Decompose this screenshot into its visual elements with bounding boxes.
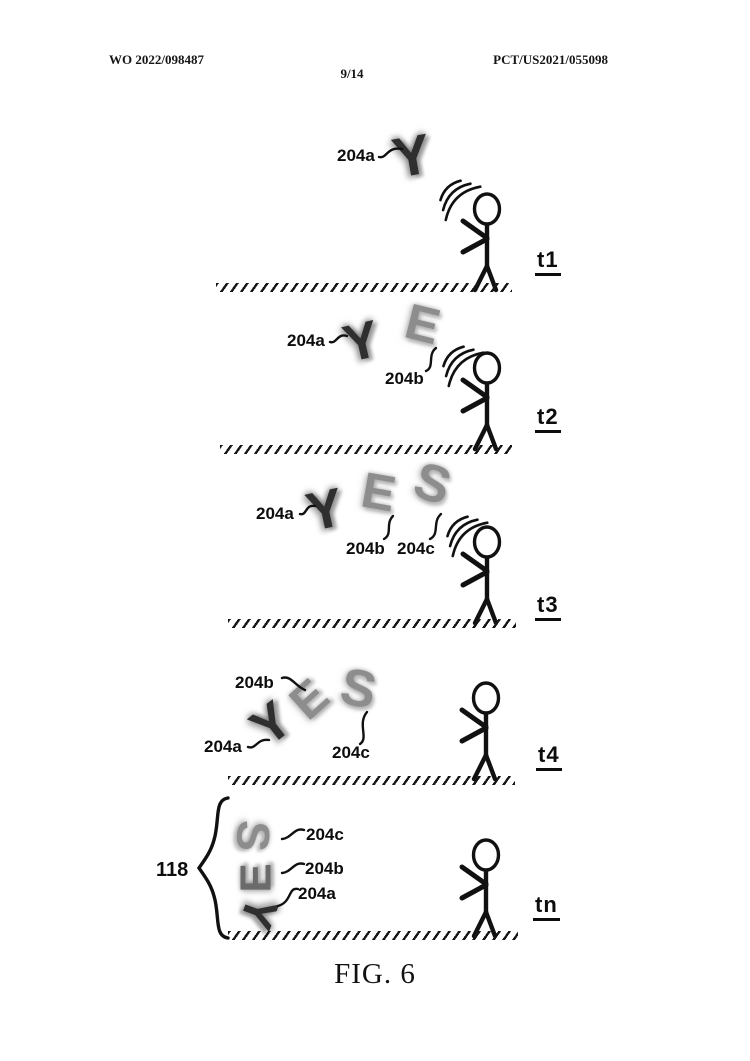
- head: [472, 525, 502, 559]
- ground-hatch: [228, 776, 515, 785]
- sound-waves-icon: [439, 179, 482, 222]
- leader-line: [424, 346, 438, 373]
- publication-number: WO 2022/098487: [109, 52, 204, 67]
- group-ref-118: 118: [156, 859, 189, 881]
- time-label-t1: t1: [535, 249, 561, 276]
- group-brace: [196, 796, 230, 940]
- callout-204b: 204b: [235, 673, 274, 692]
- leader-line: [280, 862, 306, 875]
- callout-204a: 204a: [204, 737, 242, 756]
- leader-line: [377, 147, 404, 159]
- piled-letter-s: S: [226, 818, 281, 854]
- ground-hatch: [220, 445, 512, 454]
- callout-204b: 204b: [385, 369, 424, 388]
- leader-line: [246, 738, 271, 749]
- leader-line: [280, 676, 307, 692]
- leader-line: [298, 504, 317, 516]
- head: [471, 838, 501, 872]
- callout-204c: 204c: [332, 743, 370, 762]
- head: [472, 351, 502, 385]
- figure-caption: FIG. 6: [334, 958, 416, 990]
- sound-waves-icon: [442, 345, 485, 388]
- stick-figure: [459, 681, 501, 782]
- sound-waves-icon: [446, 515, 489, 558]
- callout-204c: 204c: [306, 825, 344, 844]
- callout-204c: 204c: [397, 539, 435, 558]
- ground-hatch: [228, 931, 518, 940]
- piled-letter-e: E: [231, 863, 281, 893]
- time-label-t3: t3: [535, 594, 561, 621]
- ground-hatch: [216, 283, 512, 292]
- application-number: PCT/US2021/055098: [493, 52, 608, 67]
- stick-figure: [460, 351, 502, 452]
- head: [472, 192, 502, 226]
- stick-figure: [460, 525, 502, 626]
- leader-line: [276, 887, 300, 908]
- leader-line: [428, 512, 443, 541]
- stick-figure: [460, 192, 502, 293]
- sheet-number: 9/14: [340, 66, 364, 81]
- leader-line: [358, 710, 369, 746]
- callout-204a: 204a: [298, 884, 336, 903]
- callout-204a: 204a: [337, 146, 375, 165]
- leader-line: [280, 828, 306, 841]
- ground-hatch: [228, 619, 516, 628]
- spoken-letter-e: E: [357, 461, 400, 523]
- leader-line: [328, 334, 349, 344]
- callout-204b: 204b: [346, 539, 385, 558]
- time-label-tn: tn: [533, 894, 560, 921]
- callout-204b: 204b: [305, 859, 344, 878]
- head: [471, 681, 501, 715]
- time-label-t2: t2: [535, 406, 561, 433]
- leader-line: [382, 514, 395, 541]
- stick-figure: [459, 838, 501, 939]
- callout-204a: 204a: [256, 504, 294, 523]
- time-label-t4: t4: [536, 744, 562, 771]
- callout-204a: 204a: [287, 331, 325, 350]
